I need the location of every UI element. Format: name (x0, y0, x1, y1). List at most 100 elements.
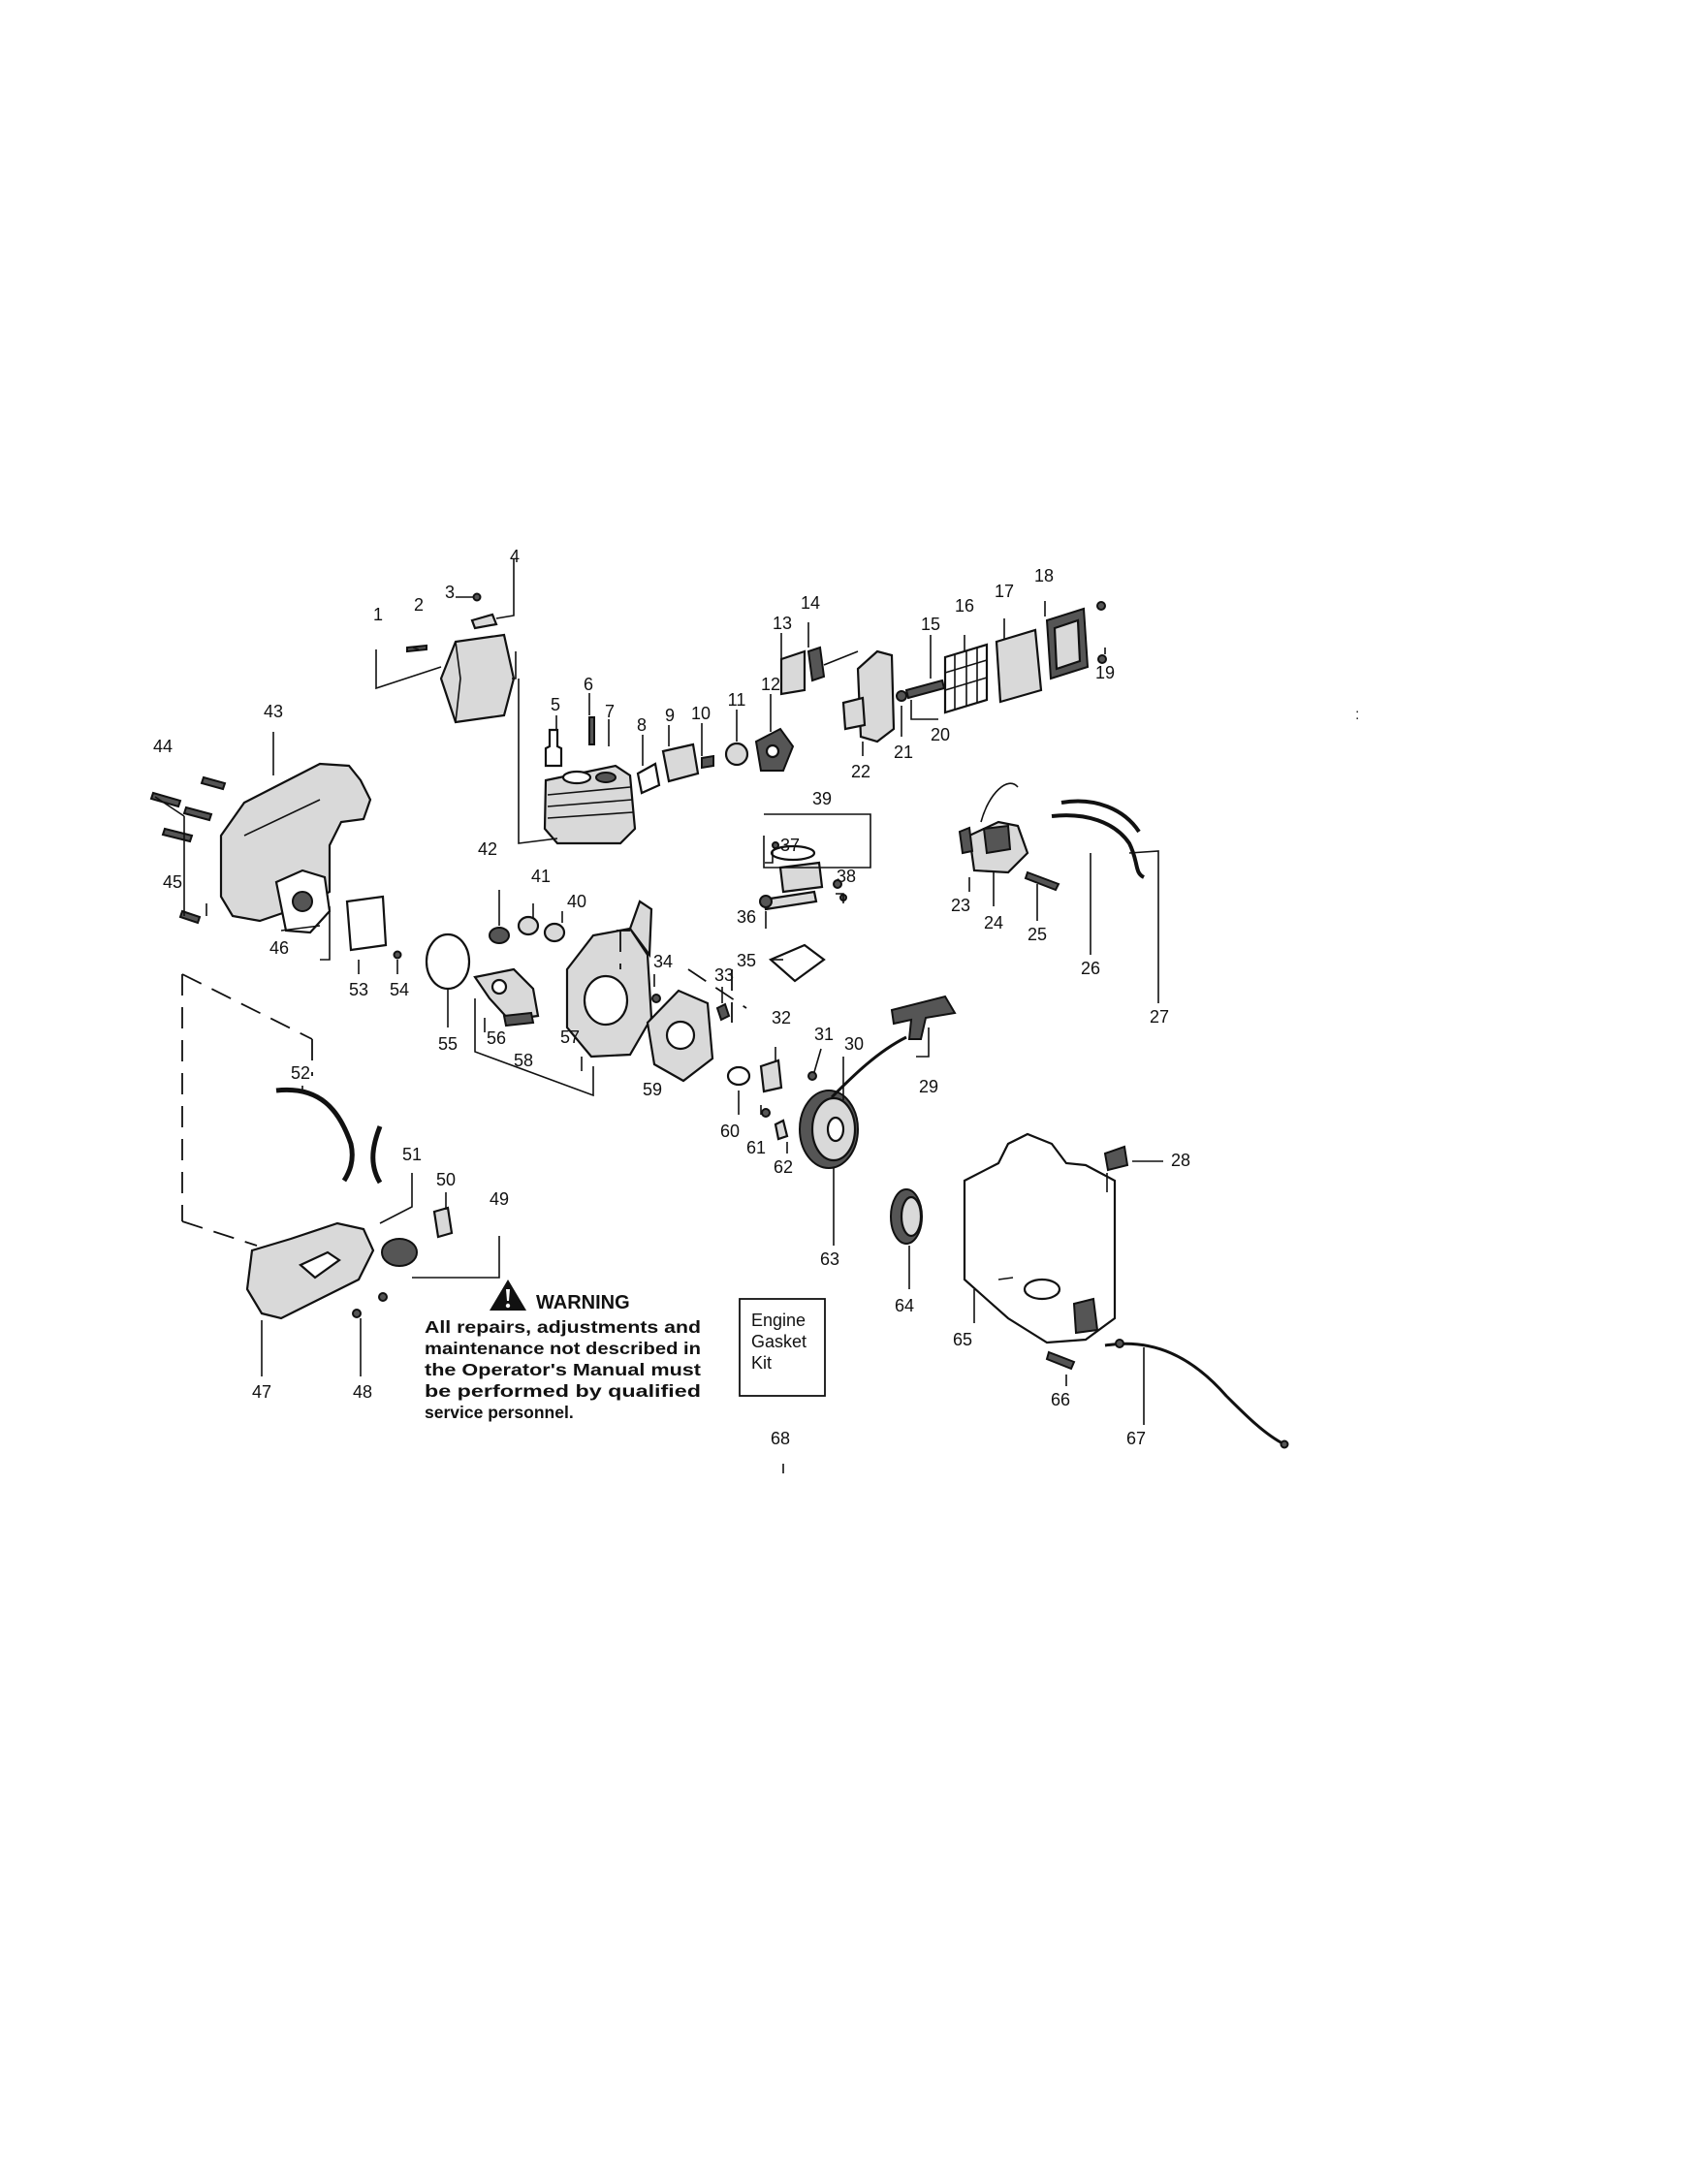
callout-46: 46 (269, 938, 289, 958)
callout-27: 27 (1150, 1007, 1169, 1027)
callout-44: 44 (153, 737, 173, 756)
air-box-base-part (841, 649, 896, 743)
callout-4: 4 (510, 547, 520, 566)
base-gasket-part (768, 943, 826, 983)
screw-part-44b (149, 791, 182, 808)
spark-plug-part (544, 728, 563, 768)
bearing-part-40 (543, 922, 566, 943)
screw-part-3 (472, 592, 482, 602)
warning-notice: WARNING All repairs, adjustments and mai… (425, 1280, 701, 1422)
fuel-tank-part (245, 1221, 375, 1320)
starter-rope-part (830, 1035, 907, 1099)
callout-1: 1 (373, 605, 383, 624)
warning-title: WARNING (536, 1292, 630, 1313)
engine-shroud-part (219, 762, 372, 934)
callout-63: 63 (820, 1249, 839, 1269)
callout-28: 28 (1171, 1151, 1190, 1170)
callout-16: 16 (955, 596, 974, 616)
gasket-part-10 (701, 754, 714, 770)
kit-line-1: Engine (751, 1311, 806, 1330)
callout-55: 55 (438, 1034, 458, 1054)
callout-49: 49 (490, 1189, 509, 1209)
throttle-cable-part (1104, 1339, 1289, 1449)
leader-lines (154, 559, 1163, 1473)
callout-30: 30 (844, 1034, 864, 1054)
screw-part-54 (393, 950, 402, 960)
wire-part-26 (1051, 813, 1146, 879)
callout-31: 31 (814, 1025, 834, 1044)
fuel-line-part-51 (370, 1125, 383, 1185)
callout-29: 29 (919, 1077, 938, 1096)
callout-19: 19 (1095, 663, 1115, 682)
callout-53: 53 (349, 980, 368, 999)
crankcase-part (565, 900, 653, 1059)
lever-part-14 (807, 646, 826, 682)
cover-clip-part (1103, 1145, 1129, 1172)
callout-64: 64 (895, 1296, 914, 1315)
callout-26: 26 (1081, 959, 1100, 978)
callout-56: 56 (487, 1028, 506, 1048)
screw-part-34 (651, 994, 661, 1003)
washer-part-60 (726, 1065, 751, 1087)
starter-handle-part (890, 995, 957, 1040)
callout-33: 33 (714, 965, 734, 985)
spring-part-62 (774, 1119, 789, 1141)
screw-part-44a (200, 775, 227, 791)
carburetor-part (754, 727, 795, 772)
washer-part-61 (761, 1108, 771, 1118)
warning-line-5: service personnel. (425, 1403, 574, 1422)
starter-housing-part (646, 989, 714, 1083)
callout-2: 2 (414, 595, 424, 615)
callout-20: 20 (931, 725, 950, 744)
bracket-part-53 (345, 895, 388, 952)
callout-58: 58 (514, 1051, 533, 1070)
callout-3: 3 (445, 583, 455, 602)
callout-36: 36 (737, 907, 756, 927)
callout-8: 8 (637, 715, 647, 735)
callout-43: 43 (264, 702, 283, 721)
cylinder-bolt-part (588, 716, 595, 745)
washer-part-21 (896, 690, 907, 702)
callout-51: 51 (402, 1145, 422, 1164)
callout-60: 60 (720, 1122, 740, 1141)
callout-45: 45 (163, 872, 182, 892)
callout-54: 54 (390, 980, 409, 999)
callout-66: 66 (1051, 1390, 1070, 1409)
screw-part-45 (178, 909, 202, 925)
screw-part-19 (1097, 654, 1107, 664)
plate-part-13 (779, 649, 807, 696)
pin-part-31 (807, 1071, 817, 1081)
callout-47: 47 (252, 1382, 271, 1402)
callout-32: 32 (772, 1008, 791, 1027)
warning-triangle-icon (490, 1280, 526, 1311)
shaft-part-32 (759, 1059, 783, 1093)
fuel-filter-part (432, 1206, 454, 1239)
fuel-line-part-52 (275, 1087, 355, 1183)
callout-14: 14 (801, 593, 820, 613)
callout-41: 41 (531, 867, 551, 886)
screw-part-33 (715, 1002, 731, 1022)
bearing-part-41 (517, 915, 540, 936)
callout-35: 35 (737, 951, 756, 970)
callout-12: 12 (761, 675, 780, 694)
pulley-part (799, 1090, 859, 1169)
callout-22: 22 (851, 762, 870, 781)
callout-65: 65 (953, 1330, 972, 1349)
screw-part-15 (904, 679, 946, 700)
callout-52: 52 (291, 1063, 310, 1083)
gasket-part-8 (636, 762, 661, 795)
callout-24: 24 (984, 913, 1003, 932)
callout-61: 61 (746, 1138, 766, 1157)
assembly-dashed-lines (181, 930, 747, 1247)
callout-23: 23 (951, 896, 970, 915)
callout-15: 15 (921, 615, 940, 634)
crankshaft-part (473, 967, 540, 1027)
kit-line-3: Kit (751, 1353, 772, 1373)
screw-part-18b (1096, 601, 1106, 611)
callout-59: 59 (643, 1080, 662, 1099)
callout-68: 68 (771, 1429, 790, 1448)
callout-42: 42 (478, 839, 497, 859)
piston-assembly-part (759, 841, 847, 911)
callout-17: 17 (995, 582, 1014, 601)
cylinder-part (543, 764, 637, 845)
